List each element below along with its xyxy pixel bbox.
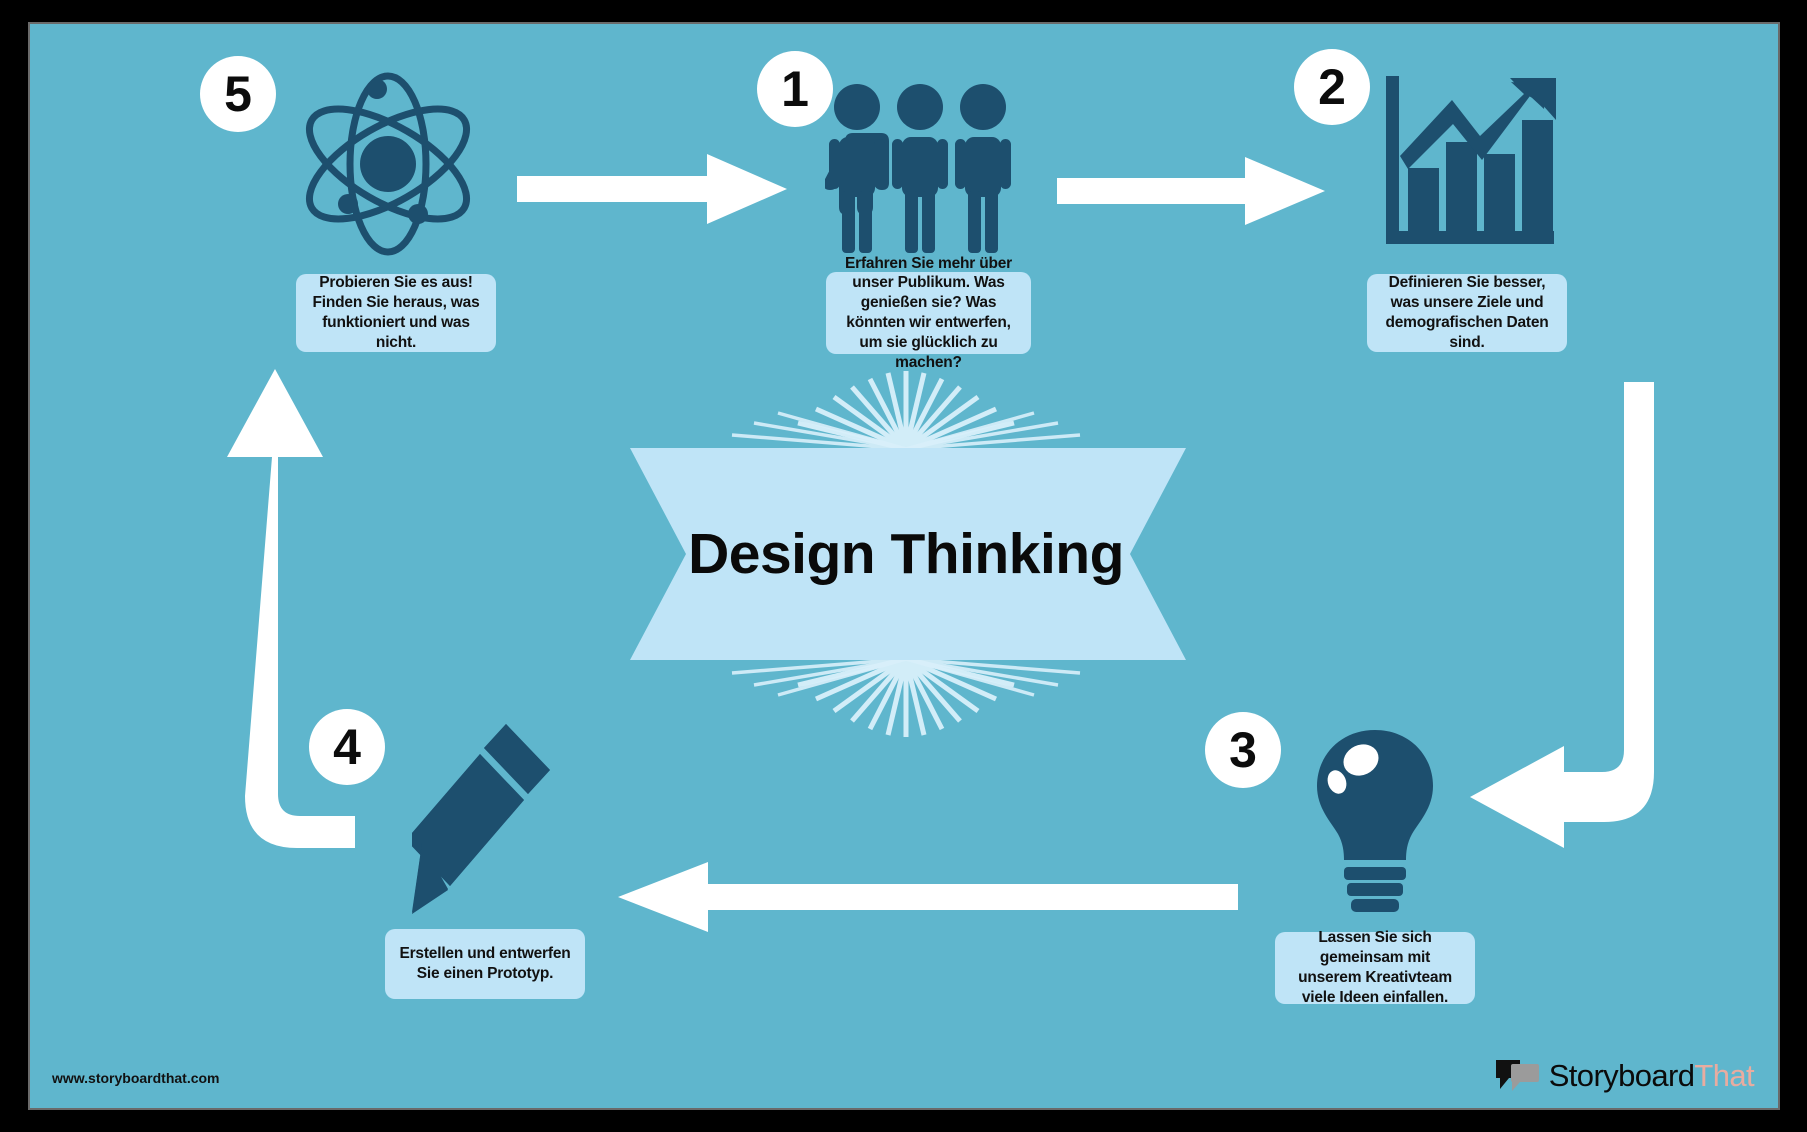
- step-caption-3-text: Lassen Sie sich gemeinsam mit unserem Kr…: [1298, 929, 1452, 1006]
- center-banner-ribbon: [630, 448, 1186, 660]
- center-banner-block: Design Thinking: [626, 369, 1186, 739]
- step-caption-3: Lassen Sie sich gemeinsam mit unserem Kr…: [1275, 929, 1475, 1006]
- step-badge-4: 4: [309, 709, 385, 785]
- step-badge-5-label: 5: [224, 66, 252, 122]
- atom-icon: [288, 69, 488, 259]
- step-badge-3-label: 3: [1229, 722, 1257, 778]
- step-badge-5: 5: [200, 56, 276, 132]
- footer-url[interactable]: www.storyboardthat.com: [52, 1070, 220, 1086]
- step-badge-2: 2: [1294, 49, 1370, 125]
- speech-bubble-icon: [1495, 1060, 1539, 1091]
- step-caption-5: Probieren Sie es aus! Finden Sie heraus,…: [296, 274, 496, 352]
- step-badge-1-label: 1: [781, 61, 809, 117]
- logo-wordmark: StoryboardThat: [1548, 1057, 1755, 1093]
- arrow-step3-to-step4: [618, 862, 1238, 932]
- step-caption-2-text: Definieren Sie besser, was unsere Ziele …: [1385, 274, 1549, 351]
- logo-primary-text: Storyboard: [1548, 1057, 1695, 1093]
- arrow-step4-to-step5: [225, 369, 425, 869]
- step-badge-4-label: 4: [333, 719, 361, 775]
- step-caption-4: Erstellen und entwerfen Sie einen Protot…: [385, 929, 585, 999]
- poster-canvas: 5 Probieren Sie es aus! Finden Sie herau…: [28, 22, 1780, 1110]
- step-caption-1: Erfahren Sie mehr über unser Publikum. W…: [826, 255, 1031, 371]
- arrow-step5-to-step1: [517, 154, 787, 224]
- step-caption-1-text: Erfahren Sie mehr über unser Publikum. W…: [844, 254, 1013, 371]
- pencil-icon: [406, 722, 562, 917]
- step-badge-1: 1: [757, 51, 833, 127]
- logo-secondary-text: That: [1694, 1057, 1754, 1093]
- arrow-step1-to-step2: [1057, 157, 1325, 225]
- storyboardthat-logo[interactable]: StoryboardThat: [1494, 1057, 1755, 1093]
- step-badge-2-label: 2: [1318, 59, 1346, 115]
- step-badge-3: 3: [1205, 712, 1281, 788]
- step-caption-4-text: Erstellen und entwerfen Sie einen Protot…: [399, 945, 571, 982]
- light-bulb-icon: [1305, 724, 1445, 914]
- people-group-icon: [823, 79, 1015, 259]
- step-caption-5-text: Probieren Sie es aus! Finden Sie heraus,…: [312, 274, 480, 351]
- arrow-step2-to-step3: [1470, 382, 1670, 872]
- bar-chart-growth-icon: [1378, 76, 1558, 256]
- step-caption-2: Definieren Sie besser, was unsere Ziele …: [1367, 274, 1567, 352]
